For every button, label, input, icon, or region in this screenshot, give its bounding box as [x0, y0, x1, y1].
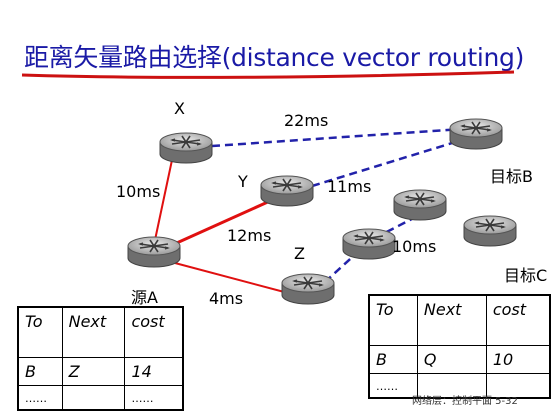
node-label-source: 源A [131, 288, 158, 307]
cell-to: B [17, 356, 63, 386]
header-cost: cost [124, 306, 184, 358]
cell-ellipsis-cost: …… [124, 384, 184, 410]
table-header-row: To Next cost [368, 294, 551, 346]
slide-footer: 网络层：控制平面 5-32 [412, 396, 518, 407]
header-to: To [368, 294, 418, 346]
table-row: B Q 10 [368, 344, 551, 374]
router-y [260, 175, 314, 207]
cell-cost: 14 [124, 356, 184, 386]
link-label-y-b: 11ms [327, 177, 372, 196]
link-a-y [169, 199, 271, 248]
cell-next: Q [416, 344, 487, 374]
routing-table-left: To Next cost B Z 14 …… …… [17, 306, 184, 411]
router-a [127, 236, 181, 268]
table-row-ellipsis: …… [368, 372, 551, 398]
cell-ellipsis-to: …… [368, 372, 418, 398]
cell-ellipsis-cost [485, 372, 551, 398]
link-label-x-a: 10ms [116, 182, 161, 201]
link-label-x-b: 22ms [284, 111, 329, 130]
node-label-y: Y [238, 172, 248, 191]
node-label-target-b: 目标B [490, 167, 533, 186]
link-label-a-z: 4ms [209, 289, 244, 308]
table-row-ellipsis: …… …… [17, 384, 184, 410]
title-underline [21, 70, 515, 79]
router-b [449, 118, 503, 150]
link-x-b [211, 127, 463, 148]
router-z [281, 273, 335, 305]
header-next: Next [61, 306, 126, 358]
node-label-target-c: 目标C [504, 266, 548, 285]
cell-next: Z [61, 356, 126, 386]
header-next: Next [416, 294, 487, 346]
routing-table-right: To Next cost B Q 10 …… [368, 294, 551, 399]
link-x-a [154, 159, 173, 241]
header-to: To [17, 306, 63, 358]
node-label-z: Z [294, 244, 305, 263]
header-cost: cost [485, 294, 551, 346]
node-label-x: X [174, 99, 185, 118]
router-q [342, 228, 396, 260]
cell-to: B [368, 344, 418, 374]
cell-ellipsis-to: …… [17, 384, 63, 410]
cell-ellipsis-next [416, 372, 487, 398]
link-y-b [311, 138, 463, 188]
table-header-row: To Next cost [17, 306, 184, 358]
table-row: B Z 14 [17, 356, 184, 386]
link-label-a-y: 12ms [227, 226, 272, 245]
slide-title: 距离矢量路由选择(distance vector routing) [24, 43, 525, 72]
router-r [393, 189, 447, 221]
link-label-z-q: 10ms [392, 237, 437, 256]
router-c [463, 215, 517, 247]
cell-cost: 10 [485, 344, 551, 374]
link-a-z [174, 262, 289, 294]
router-x [159, 132, 213, 164]
cell-ellipsis-next [61, 384, 126, 410]
